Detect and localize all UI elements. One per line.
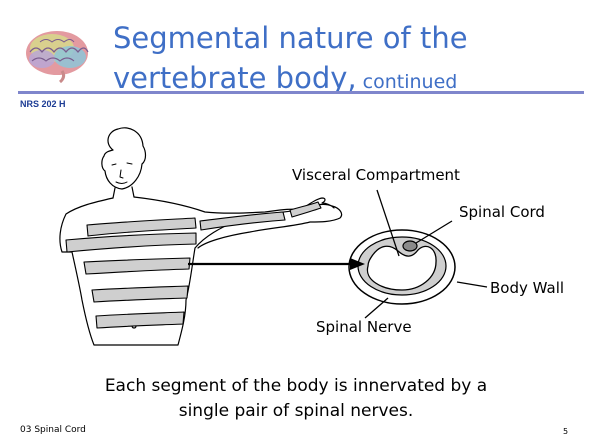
caption-line-2: single pair of spinal nerves.: [40, 399, 552, 424]
pointer-wall: [457, 282, 487, 287]
caption-line-1: Each segment of the body is innervated b…: [40, 374, 552, 399]
segment-band: [66, 233, 196, 252]
cross-section: [349, 230, 455, 304]
segment-band: [96, 312, 184, 328]
segment-band: [84, 258, 190, 274]
spinal-cord: [403, 241, 417, 251]
segment-band: [92, 286, 188, 302]
label-body-wall: Body Wall: [490, 279, 564, 297]
page-number: 5: [563, 427, 568, 436]
figure-shoulder: [134, 197, 300, 213]
label-spinal-nerve: Spinal Nerve: [316, 318, 412, 336]
segment-band: [200, 212, 285, 230]
segment-band: [290, 202, 321, 217]
footer-section-name: 03 Spinal Cord: [20, 425, 86, 435]
caption: Each segment of the body is innervated b…: [40, 374, 552, 424]
human-figure: [60, 128, 342, 345]
figure-head: [102, 128, 146, 189]
label-spinal-cord: Spinal Cord: [459, 203, 545, 221]
label-visceral-compartment: Visceral Compartment: [292, 166, 460, 184]
pointer-nerve: [365, 298, 388, 318]
